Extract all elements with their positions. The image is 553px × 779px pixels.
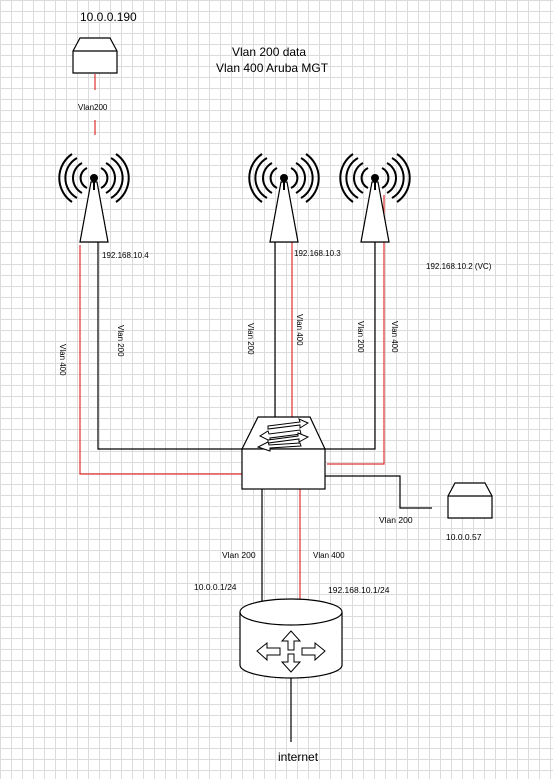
switch-icon[interactable] <box>241 416 326 490</box>
title-line-2: Vlan 400 Aruba MGT <box>216 61 329 75</box>
right-client-ip: 10.0.0.57 <box>446 532 482 542</box>
ap1-data-vlan-label: Vlan 200 <box>116 325 125 357</box>
access-point-3-icon[interactable] <box>339 153 411 243</box>
ap3-mgmt-link <box>327 195 385 465</box>
uplink-mgmt-vlan-label: Vlan 400 <box>313 551 345 560</box>
router-icon[interactable] <box>239 598 343 679</box>
right-client-link <box>325 475 432 509</box>
ap3-mgmt-vlan-label: Vlan 400 <box>390 321 399 353</box>
ap1-mgmt-link <box>79 245 243 475</box>
ap3-data-link <box>323 242 376 450</box>
top-client-ip: 10.0.0.190 <box>80 10 137 24</box>
ap2-data-vlan-label: Vlan 200 <box>246 323 255 355</box>
ap1-data-link <box>97 242 245 450</box>
ap3-data-vlan-label: Vlan 200 <box>356 321 365 353</box>
ap1-ip-label: 192.168.10.4 <box>102 251 149 260</box>
top-client-icon[interactable] <box>72 37 118 74</box>
access-point-2-icon[interactable] <box>248 153 320 243</box>
internet-label: internet <box>278 750 319 764</box>
ap3-ip-label: 192.168.10.2 (VC) <box>426 262 492 271</box>
uplink-data-ip-label: 10.0.0.1/24 <box>194 582 237 592</box>
access-point-1-icon[interactable] <box>58 153 130 243</box>
top-client-vlan-label: Vlan200 <box>78 103 108 112</box>
right-client-icon[interactable] <box>447 482 493 519</box>
uplink-mgmt-ip-label: 192.168.10.1/24 <box>328 585 390 595</box>
ap2-ip-label: 192.168.10.3 <box>294 249 341 258</box>
title-line-1: Vlan 200 data <box>232 45 306 59</box>
uplink-data-vlan-label: Vlan 200 <box>222 550 256 560</box>
ap1-mgmt-vlan-label: Vlan 400 <box>58 344 67 376</box>
right-client-vlan-label: Vlan 200 <box>379 515 413 525</box>
ap2-mgmt-vlan-label: Vlan 400 <box>295 314 304 346</box>
